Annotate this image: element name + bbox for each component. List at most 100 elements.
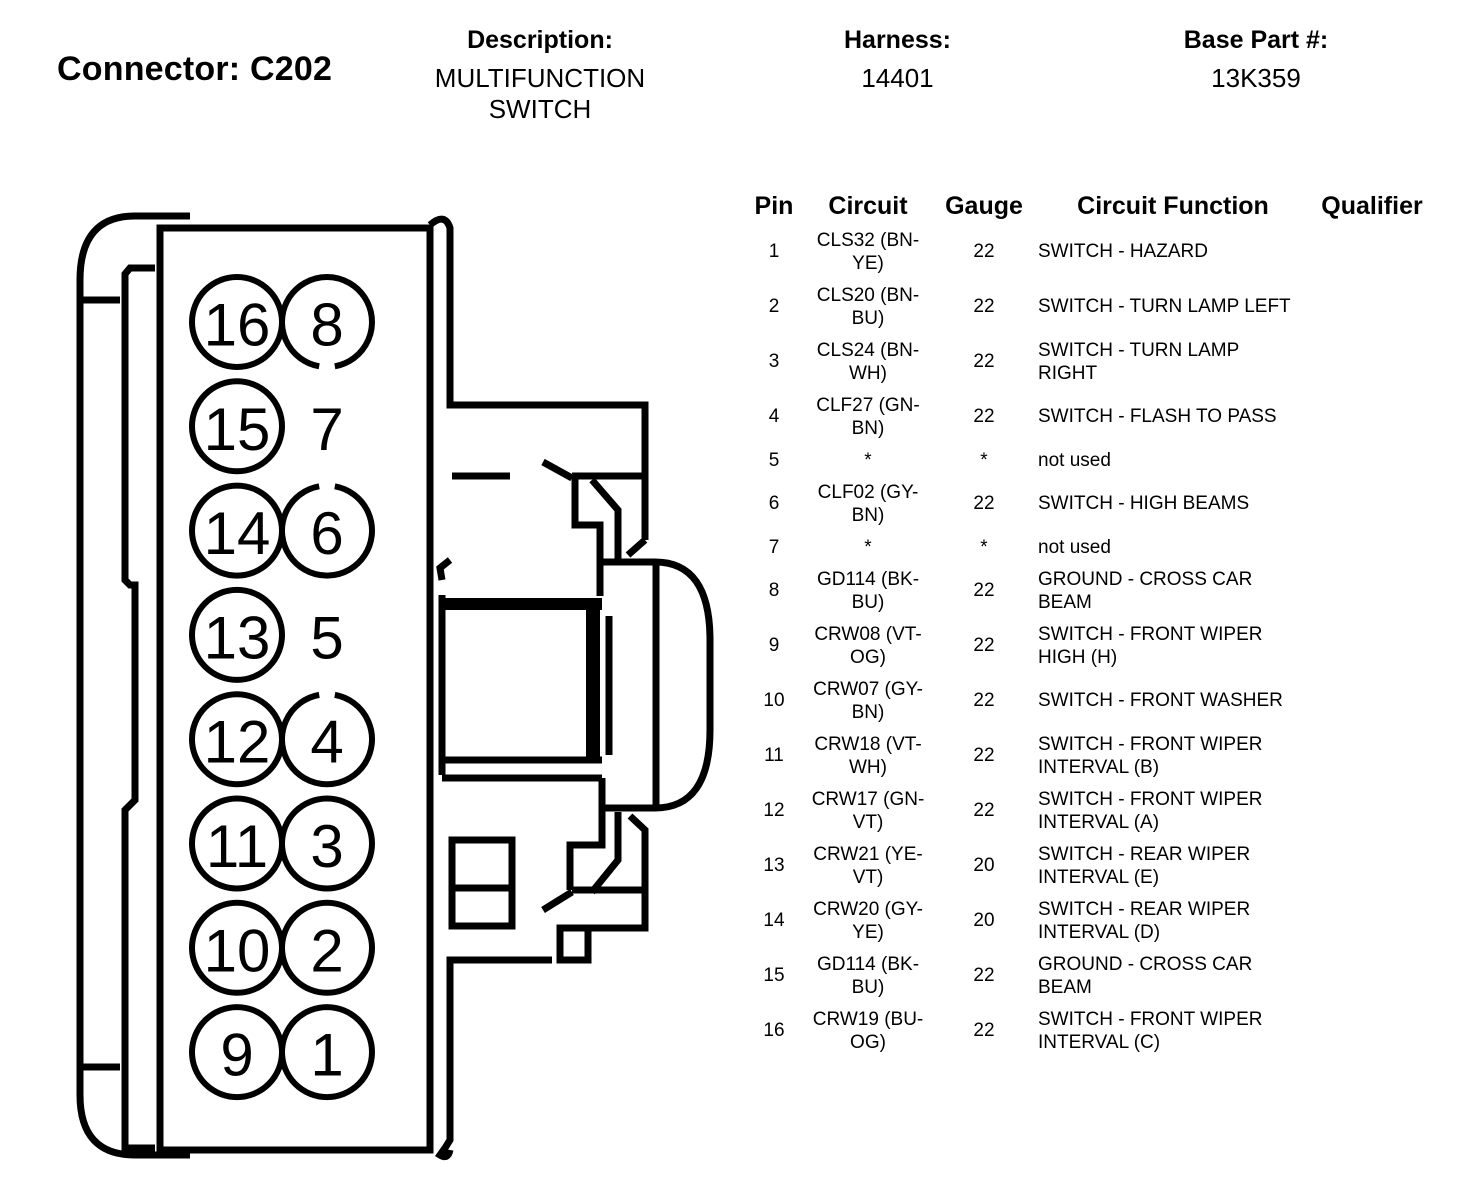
channel-thick-right [586, 608, 600, 758]
col-header-qualifier: Qualifier [1321, 191, 1423, 220]
circuit-cell: CLF02 (GY-BN) [817, 481, 919, 526]
gauge-cell: 22 [973, 296, 995, 317]
pin-cell: 16 [763, 1020, 785, 1041]
function-cell: SWITCH - HAZARD [1038, 241, 1208, 262]
gauge-cell: 22 [973, 351, 995, 372]
circuit-cell: CLS24 (BN-WH) [816, 339, 920, 384]
pin-cavity-3: 3 [279, 795, 375, 892]
col-header-gauge: Gauge [945, 191, 1023, 220]
gauge-cell: * [980, 536, 988, 558]
circuit-cell: CRW21 (YE-VT) [813, 843, 923, 888]
pin-cell: 1 [768, 241, 780, 262]
pin-cell: 8 [768, 580, 780, 601]
pin-cell: 12 [763, 800, 785, 821]
pin-cavity-11: 11 [189, 795, 285, 892]
pin-cell: 14 [763, 910, 785, 931]
pin-cavity-12: 12 [189, 691, 285, 788]
gauge-cell: 20 [973, 855, 995, 876]
pin-circle [279, 691, 375, 788]
channel-thick-top [442, 598, 602, 610]
circuit-cell: CLF27 (GN-BN) [816, 394, 920, 439]
circuit-cell: GD114 (BK-BU) [816, 953, 920, 998]
pin-cavity-10: 10 [189, 899, 285, 996]
pin-number-label: 13 [204, 604, 271, 671]
description-label: Description: [467, 26, 613, 54]
gauge-cell: 22 [973, 745, 995, 766]
gauge-cell: 22 [973, 406, 995, 427]
function-cell: SWITCH - REAR WIPER INTERVAL (D) [1038, 898, 1251, 943]
circuit-cell: CRW08 (VT-OG) [814, 623, 922, 668]
pin-cell: 7 [768, 536, 780, 558]
pin-circle [279, 483, 375, 579]
pin-cell: 10 [763, 690, 785, 711]
gauge-cell: * [980, 449, 988, 471]
latch-lower-arm [541, 889, 574, 913]
col-header-function: Circuit Function [1077, 191, 1269, 220]
connector-title: Connector: C202 [57, 50, 333, 88]
latch-upper-slot [571, 476, 604, 596]
gauge-cell: 22 [973, 1020, 995, 1041]
pin-cell: 13 [763, 855, 785, 876]
pin-number-label: 9 [220, 1022, 253, 1089]
gauge-cell: 22 [973, 635, 995, 656]
pin-cell: 9 [768, 635, 780, 656]
pin-cell: 11 [764, 745, 784, 766]
pin-number-label: 16 [204, 292, 271, 359]
base-part-block: Base Part #: 13K359 [1140, 25, 1372, 94]
latch-lower-diagonal [589, 812, 622, 895]
pin-number-label: 6 [310, 500, 343, 567]
pin-cell: 2 [768, 296, 780, 317]
table-row: 1 CLS32 (BN-YE) 22 SWITCH - HAZARD [748, 224, 1430, 279]
description-value: MULTIFUNCTION SWITCH [434, 63, 646, 124]
pin-number-label: 14 [204, 500, 271, 567]
pin-circle [279, 899, 375, 996]
pin-number-label: 3 [310, 813, 343, 880]
pin-cell: 4 [768, 406, 780, 427]
housing-outer-shell [76, 212, 190, 1159]
base-part-value: 13K359 [1211, 63, 1301, 93]
pin-cavity-13: 13 [189, 586, 285, 683]
function-cell: GROUND - CROSS CAR BEAM [1038, 568, 1253, 613]
pin-cavity-8: 8 [279, 274, 375, 370]
description-block: Description: MULTIFUNCTION SWITCH [400, 25, 680, 125]
pin-number-label: 12 [204, 709, 271, 776]
pin-cavity-16: 16 [189, 274, 285, 370]
gauge-cell: 22 [973, 241, 995, 262]
pin-cavity-4: 4 [279, 691, 375, 788]
function-cell: SWITCH - FRONT WIPER INTERVAL (B) [1038, 733, 1263, 778]
pin-number-label: 11 [206, 813, 268, 880]
pin-number-label: 5 [310, 604, 343, 671]
pin-table: Pin Circuit Gauge Circuit Function Quali… [748, 188, 1430, 1058]
harness-label: Harness: [844, 26, 951, 54]
function-cell: SWITCH - FRONT WASHER [1038, 690, 1283, 711]
circuit-cell: CRW20 (GY-YE) [813, 898, 923, 943]
circuit-cell: * [864, 449, 872, 471]
circuit-cell: CLS32 (BN-YE) [816, 229, 920, 274]
pin-circle [279, 274, 375, 370]
gauge-cell: 22 [973, 965, 995, 986]
function-cell: not used [1038, 536, 1111, 558]
pin-cavity-7: 7 [310, 396, 343, 463]
circuit-cell: * [864, 536, 872, 558]
pin-cell: 5 [768, 449, 780, 471]
circuit-cell: CLS20 (BN-BU) [816, 284, 920, 329]
table-row: 7 * * not used [748, 531, 1430, 563]
gauge-cell: 22 [973, 800, 995, 821]
function-cell: SWITCH - FRONT WIPER INTERVAL (C) [1038, 1008, 1263, 1053]
pin-number-label: 15 [204, 396, 271, 463]
function-cell: SWITCH - HIGH BEAMS [1038, 493, 1250, 514]
pin-cavity-2: 2 [279, 899, 375, 996]
gauge-cell: 22 [973, 580, 995, 601]
pin-cavity-5: 5 [310, 604, 343, 671]
channel-lower [566, 778, 606, 890]
pin-circle [279, 795, 375, 892]
key-square-upper [448, 836, 516, 892]
harness-value: 14401 [861, 63, 934, 93]
